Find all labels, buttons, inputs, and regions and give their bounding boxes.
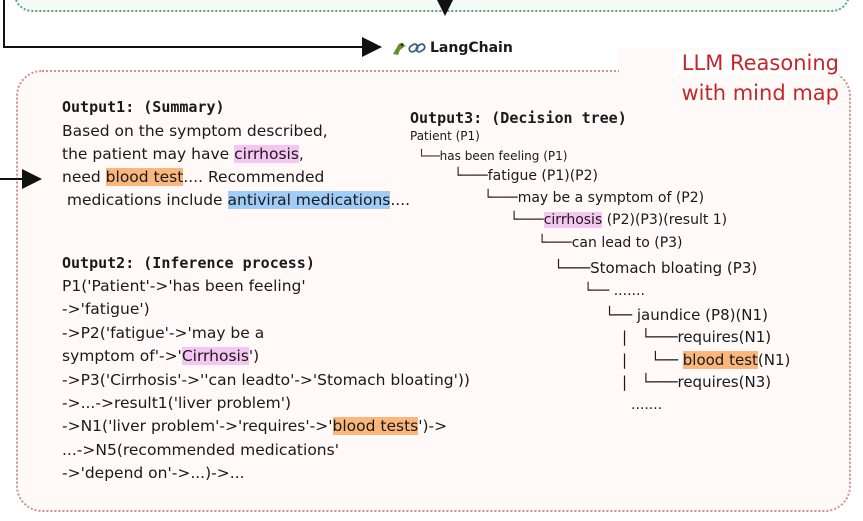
highlight-blood-test: blood test <box>105 168 184 186</box>
output2-line: ->N1('liver problem'->'requires'->'blood… <box>62 417 448 436</box>
tree-node: Patient (P1) <box>410 129 480 143</box>
tree-node: └── jaundice (P8)(N1) <box>605 306 768 324</box>
output2-line: ->'fatigue') <box>62 300 150 319</box>
highlight-cirrhosis: cirrhosis <box>543 212 603 228</box>
tree-node: └───fatigue (P1)(P2) <box>454 168 598 184</box>
tree-node: └───cirrhosis (P2)(P3)(result 1) <box>510 212 728 228</box>
output2-line: ...->N5(recommended medications' <box>62 440 339 459</box>
reasoning-panel <box>16 70 851 512</box>
output2-line: ->P2('fatigue'->'may be a <box>62 323 265 342</box>
output1-line: medications include antiviral medication… <box>62 191 411 209</box>
output2-line: ->P3('Cirrhosis'->''can leadto'->'Stomac… <box>62 370 470 389</box>
highlight-blood-tests: blood tests <box>332 417 419 436</box>
output3-heading: Output3: (Decision tree) <box>410 109 627 127</box>
title-line-2: with mind map <box>681 81 840 105</box>
title-line-1: LLM Reasoning <box>675 51 839 75</box>
tree-node: └───Stomach bloating (P3) <box>554 259 758 277</box>
tree-node: | └───requires(N1) <box>622 328 772 346</box>
output1-heading: Output1: (Summary) <box>62 98 225 116</box>
chain-link-icon <box>408 43 426 53</box>
output1-body: Based on the symptom described, the pati… <box>62 120 410 212</box>
highlight-blood-test: blood test <box>682 351 758 369</box>
langchain-label: LangChain <box>430 40 513 56</box>
output2-line: ->'depend on'->...)->... <box>62 464 245 483</box>
output2-line: P1('Patient'->'has been feeling' <box>62 277 306 295</box>
tree-node: └───may be a symptom of (P2) <box>484 190 705 206</box>
tree-node: | └── blood test(N1) <box>622 351 791 369</box>
tree-node: | └───requires(N3) <box>622 373 772 391</box>
tree-node: └──has been feeling (P1) <box>418 149 568 163</box>
output2-body: P1('Patient'->'has been feeling' ->'fati… <box>62 275 470 486</box>
tree-node: └───can lead to (P3) <box>538 235 683 251</box>
highlight-cirrhosis: cirrhosis <box>234 145 299 163</box>
tree-node: └── ....... <box>584 283 645 299</box>
arrow-to-langchain <box>3 0 382 57</box>
parrot-icon <box>393 42 407 55</box>
output1-line: the patient may have cirrhosis, <box>62 145 304 163</box>
output2-line: ->...->result1('liver problem') <box>62 394 292 413</box>
output2-line: symptom of'->'Cirrhosis') <box>62 347 260 366</box>
highlight-cirrhosis: Cirrhosis <box>181 347 249 366</box>
output1-line: Based on the symptom described, <box>62 122 328 140</box>
panel-title: LLM Reasoning with mind map <box>619 48 839 108</box>
tree-node: ....... <box>631 397 663 413</box>
highlight-antiviral: antiviral medications <box>227 191 391 209</box>
output2-heading: Output2: (Inference process) <box>62 254 315 272</box>
output1-line: need blood test.... Recommended <box>62 168 325 186</box>
langchain-badge: LangChain <box>384 36 519 60</box>
